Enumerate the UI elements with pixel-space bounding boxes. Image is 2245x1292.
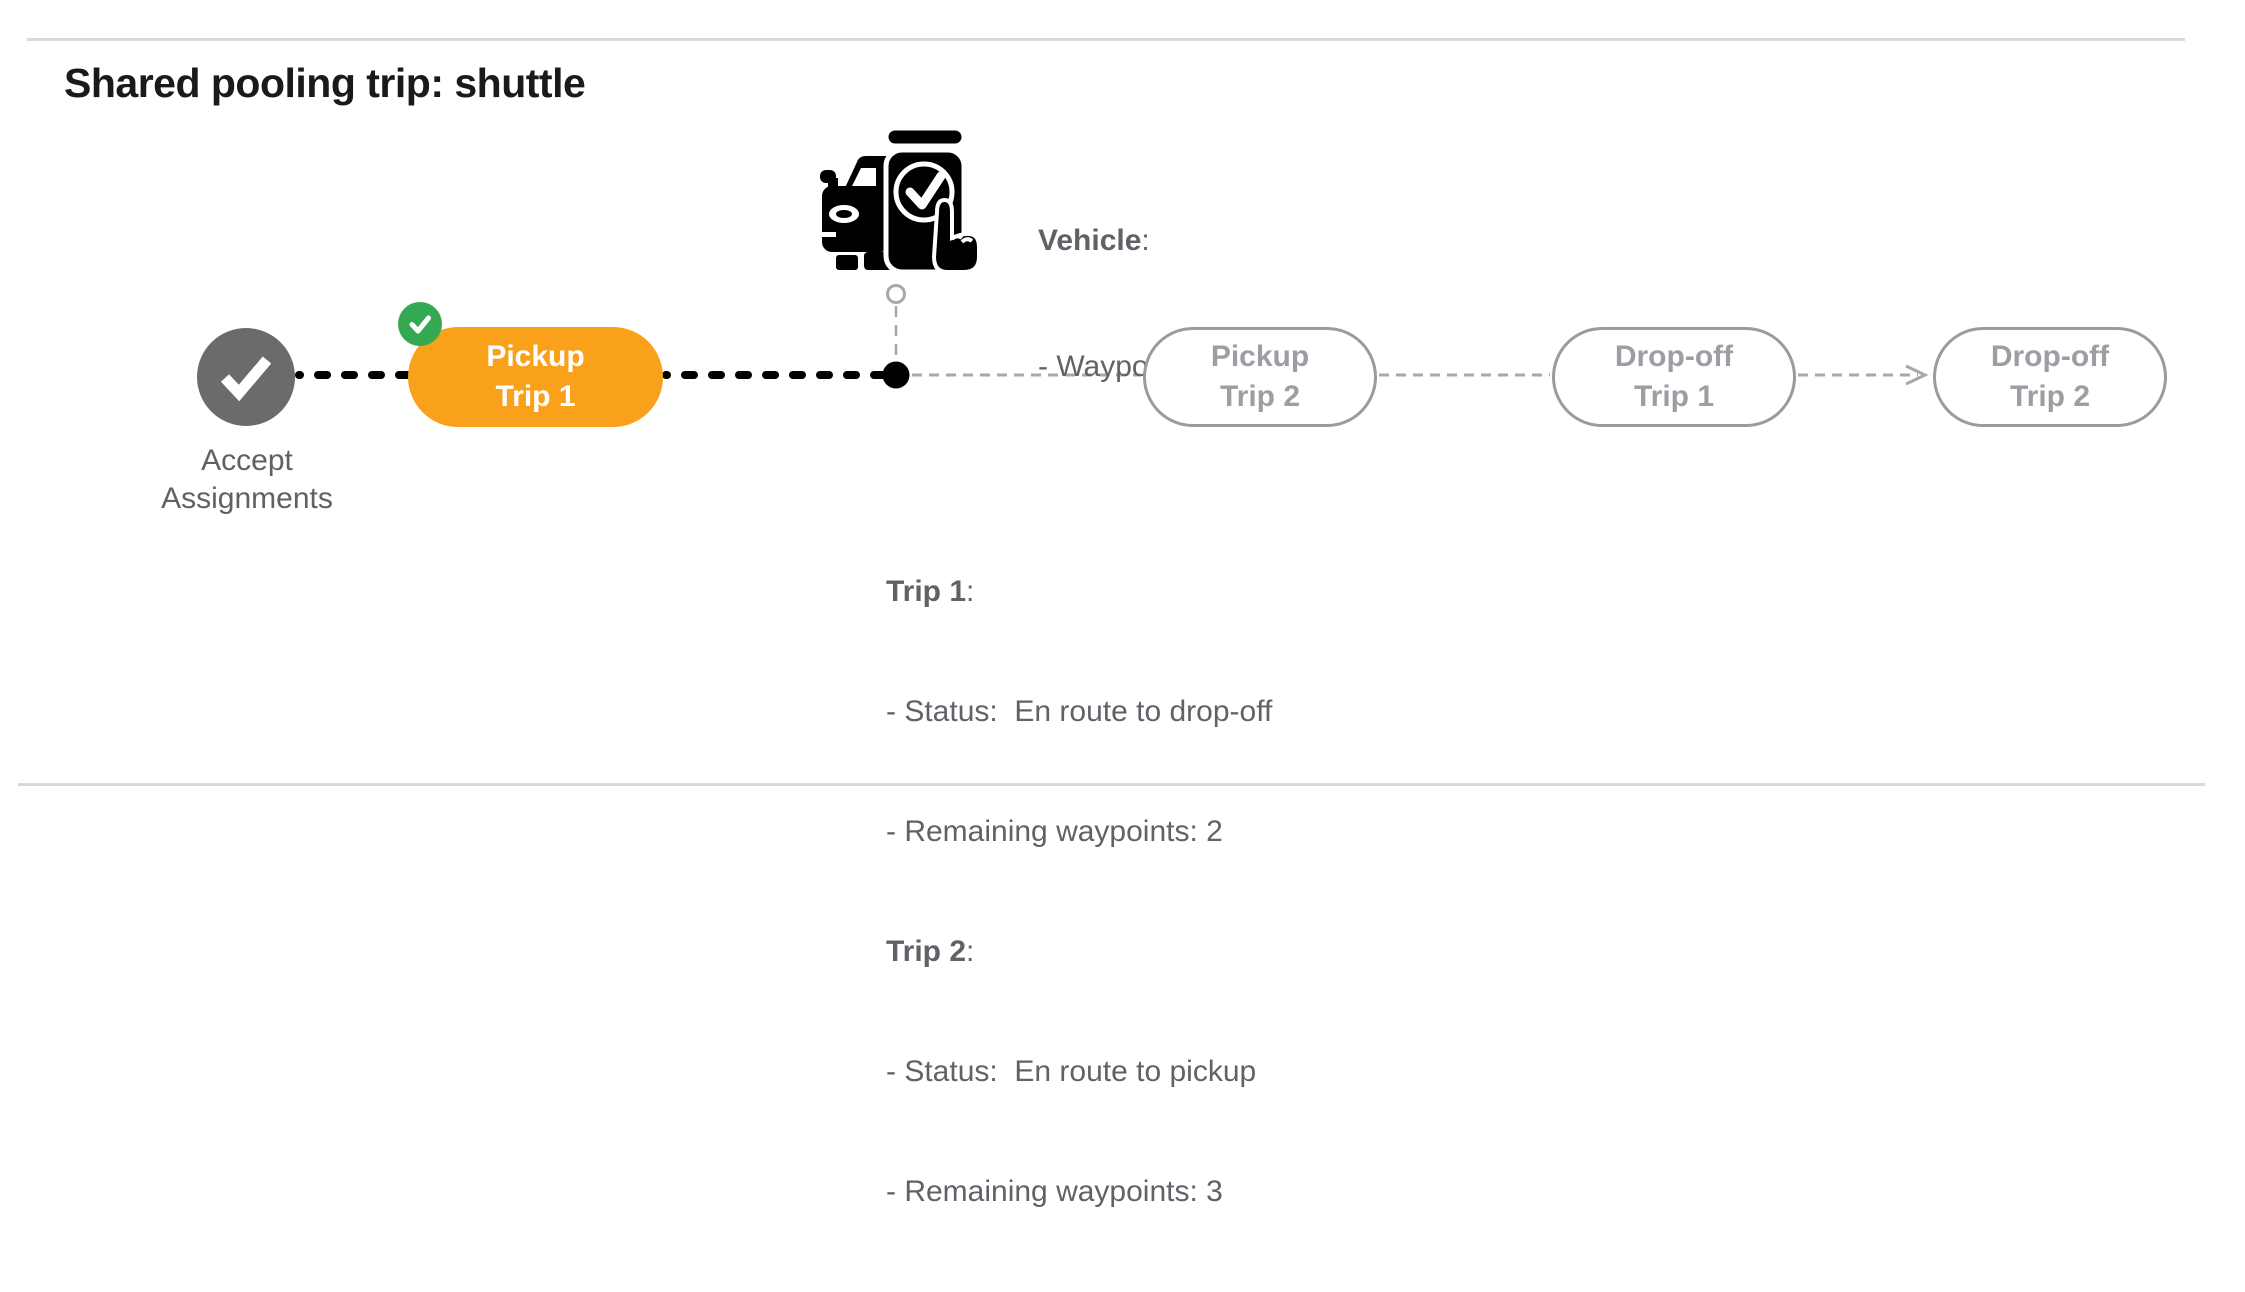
node-dropoff-trip2: Drop-off Trip 2: [1933, 327, 2167, 427]
accept-circle-icon: [893, 161, 955, 223]
vehicle-anchor-circle: [886, 284, 906, 304]
node-label-line2: Trip 2: [2009, 380, 2091, 413]
node-label-line2: Trip 1: [495, 380, 576, 413]
node-label-line1: Drop-off: [1614, 340, 1734, 373]
trip-status-panel: Trip 1: - Status: En route to drop-off -…: [886, 492, 1272, 1292]
node-pickup-trip2: Pickup Trip 2: [1143, 327, 1377, 427]
node-label-line2: Trip 1: [1633, 380, 1715, 413]
node-pickup-trip1: Pickup Trip 1: [408, 327, 663, 427]
tapping-finger-icon: [931, 197, 981, 274]
trip1-waypoints: - Remaining waypoints: 2: [886, 815, 1223, 848]
trip1-status: - Status: En route to drop-off: [886, 695, 1273, 728]
accept-assignments-label: Accept Assignments: [161, 444, 333, 515]
arrowhead-icon: [1905, 364, 1929, 386]
checkmark-icon: [220, 356, 272, 402]
checkmark-icon: [409, 315, 431, 334]
vehicle-phone-accept-icon: [820, 126, 981, 275]
node-label-line1: Pickup: [486, 340, 585, 373]
top-divider: [27, 38, 2185, 41]
node-label-line1: Drop-off: [1990, 340, 2110, 373]
phone-checkmark-icon: [905, 171, 946, 210]
node-label-line1: Pickup: [1210, 340, 1310, 373]
bottom-divider: [18, 783, 2205, 786]
trip2-status: - Status: En route to pickup: [886, 1055, 1257, 1088]
trip2-waypoints: - Remaining waypoints: 3: [886, 1175, 1223, 1208]
trip2-title: Trip 2:: [886, 935, 975, 968]
vehicle-label: Vehicle:: [1038, 224, 1150, 257]
page-title: Shared pooling trip: shuttle: [64, 60, 586, 106]
completed-badge: [398, 302, 442, 346]
node-label-line2: Trip 2: [1219, 380, 1301, 413]
node-dropoff-trip1: Drop-off Trip 1: [1552, 327, 1796, 427]
node-accept-assignments: [197, 328, 295, 426]
trip1-title: Trip 1:: [886, 575, 975, 608]
vehicle-position-dot: [882, 361, 910, 389]
